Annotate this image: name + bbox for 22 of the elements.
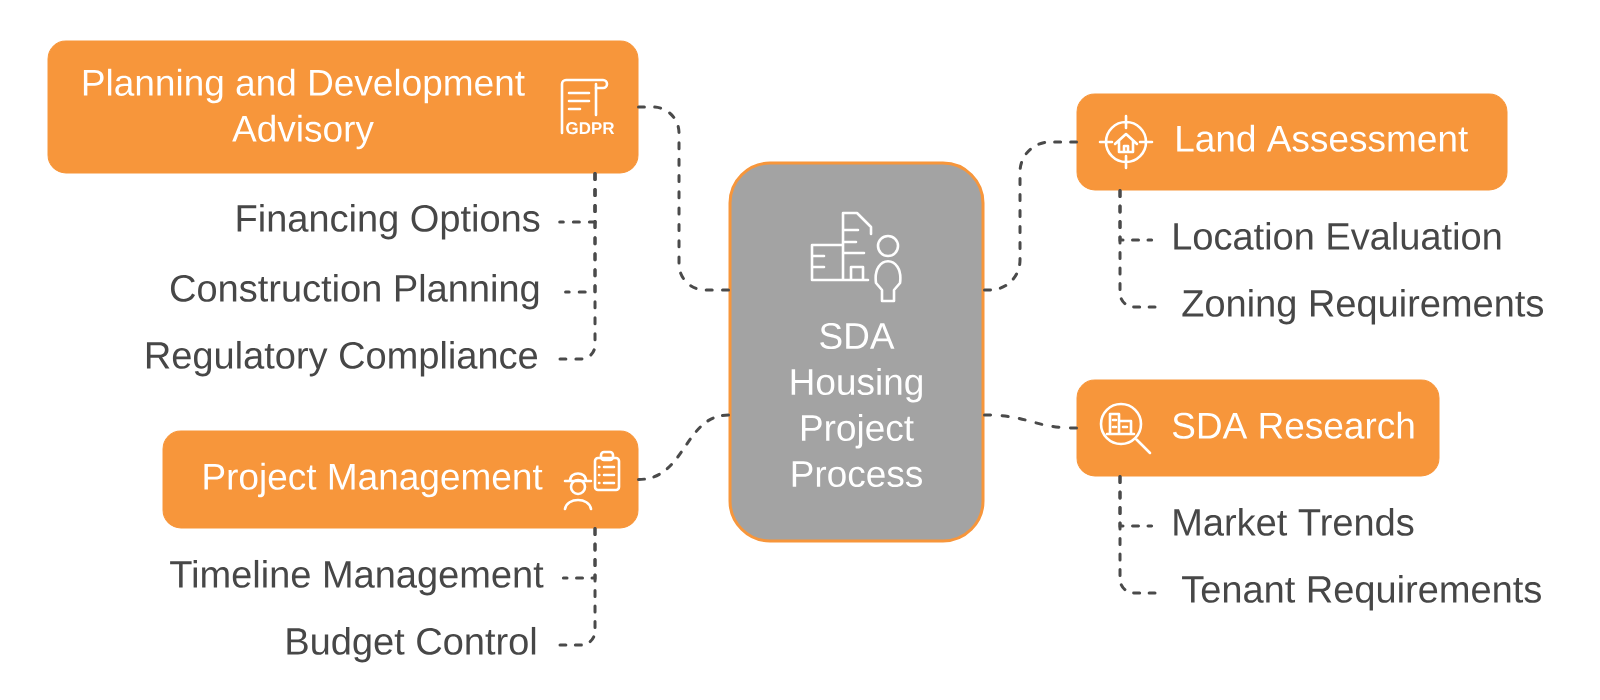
- connector-line: [1118, 475, 1157, 595]
- connector-line: [983, 140, 1078, 292]
- subtopic-label: Timeline Management: [170, 559, 544, 596]
- subtopic-label: Budget Control: [287, 626, 536, 663]
- center-box: SDA Housing Project Process: [728, 161, 985, 543]
- icon-label: GDPR: [566, 122, 615, 135]
- subtopic-label: Zoning Requirements: [1182, 288, 1544, 325]
- connector-line: [637, 413, 730, 481]
- subtopic-label: Location Evaluation: [1174, 221, 1501, 250]
- connector-line: [637, 105, 730, 292]
- subtopic-label: Construction Planning: [170, 273, 539, 310]
- connector-line: [558, 527, 597, 647]
- subtopic-label: Regulatory Compliance: [146, 340, 537, 377]
- subtopic-label: Tenant Requirements: [1182, 574, 1541, 611]
- subtopic-label: Market Trends: [1174, 507, 1414, 536]
- connector-line: [1118, 189, 1157, 309]
- connector-line: [983, 413, 1078, 430]
- subtopic-label: Financing Options: [237, 203, 540, 240]
- topic-box: Project Management: [162, 430, 639, 529]
- topic-box: SDA Research: [1076, 379, 1440, 477]
- connector-line: [558, 172, 597, 361]
- topic-box: Land Assessment: [1076, 93, 1508, 191]
